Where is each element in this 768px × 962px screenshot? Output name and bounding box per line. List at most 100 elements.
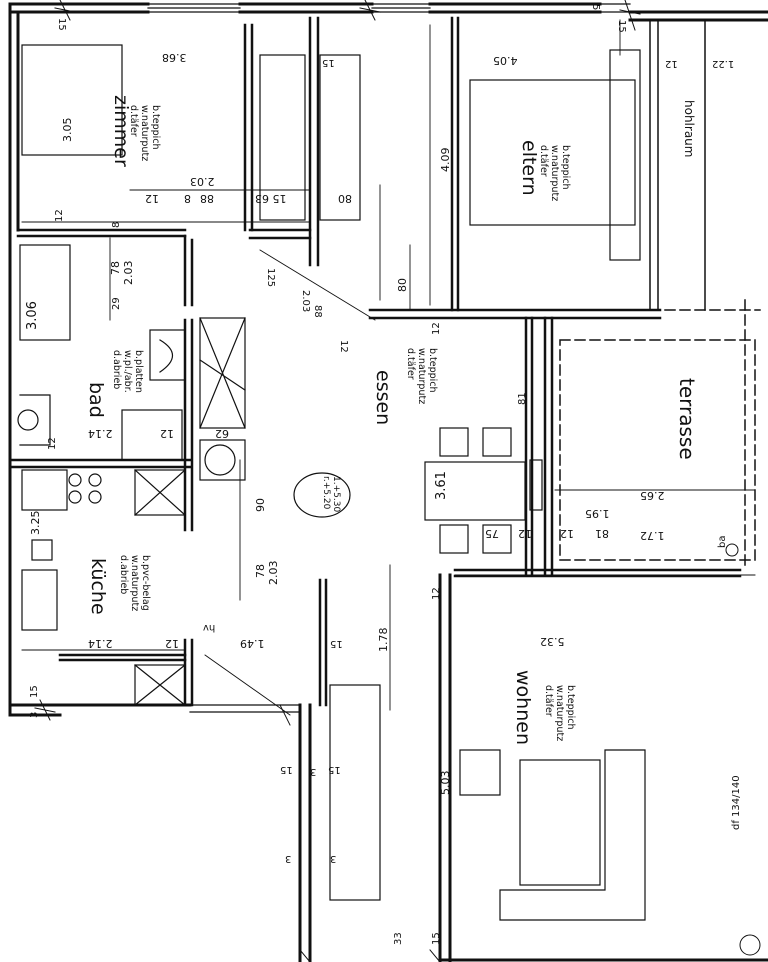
room-kueche-spec-3: d.abrieb [118, 555, 130, 595]
room-kueche-name: küche [87, 558, 109, 615]
dim-label: 3.25 [29, 510, 42, 536]
dim-label: 2.03 [267, 560, 280, 586]
dim-label: 12 [165, 637, 179, 650]
room-eltern-specs: b.teppich w.naturputz d.täfer [537, 145, 571, 201]
dim-label: df 134/140 [731, 775, 742, 830]
top-windows [147, 3, 631, 713]
dim-label: 3 [285, 853, 292, 864]
dim-label: 15 [29, 685, 40, 698]
ba-marker-circle [725, 543, 739, 557]
dim-label: 33 [393, 932, 404, 945]
dim-label: 15 [431, 932, 442, 945]
dim-label: 2.14 [88, 427, 113, 440]
dim-label: 8 [184, 192, 191, 205]
level-note-circle [293, 472, 351, 518]
room-essen-specs: b.teppich w.naturputz d.täfer [404, 348, 438, 405]
dim-label: 12 [665, 58, 678, 69]
dim-label: 3.61 [434, 471, 449, 500]
dim-label: 1.22 [712, 58, 735, 69]
room-eltern-spec-3: d.täfer [538, 145, 550, 177]
dim-label: 80 [396, 278, 409, 292]
level-note: 1.+5.30 r.+5.20 [320, 476, 341, 513]
dim-label: ba [717, 535, 728, 548]
dim-label: 8 [111, 221, 122, 228]
room-eltern-spec-1: b.teppich [560, 145, 571, 190]
dim-label: 15 [280, 764, 293, 775]
room-hohlraum-name: hohlraum [682, 100, 696, 158]
bottom-right-circle [739, 934, 761, 956]
room-wohnen-spec-1: b.teppich [565, 685, 576, 730]
dim-label: 78 [254, 564, 267, 578]
room-zimmer-spec-1: b.teppich [150, 105, 161, 150]
room-essen-spec-1: b.teppich [427, 348, 438, 393]
dim-label: 12 [431, 322, 442, 335]
room-zimmer-spec-3: d.täfer [128, 105, 140, 137]
dim-label: 15 [56, 18, 67, 31]
dim-label: 12 [338, 340, 349, 353]
dim-label: 4.09 [439, 147, 452, 173]
room-terrasse-name: terrasse [675, 378, 699, 460]
dim-label: 12 [560, 527, 574, 540]
room-wohnen-spec-3: d.täfer [543, 685, 555, 717]
room-essen-spec-2: w.naturputz [416, 348, 428, 405]
room-eltern-name: eltern [518, 140, 540, 196]
room-wohnen-specs: b.teppich w.naturputz d.täfer [542, 685, 576, 742]
dim-label: 12 [145, 192, 159, 205]
terrace-outline [559, 299, 761, 571]
dim-label: 78 [109, 261, 122, 275]
room-bad-spec-1: b.platten [133, 350, 144, 393]
dim-label: 80 [338, 192, 352, 205]
dim-label: 15 [330, 638, 343, 649]
dim-label: 3 [310, 766, 317, 777]
room-bad-specs: b.platten w.pl./abr. d.abrieb [110, 350, 144, 393]
level-note-line-1: 1.+5.30 [331, 476, 341, 513]
room-bad-name: bad [85, 382, 107, 418]
level-note-line-2: r.+5.20 [321, 476, 332, 510]
dim-label: 2.65 [640, 489, 665, 502]
dim-label: 5.03 [439, 770, 452, 796]
dim-label: 3 [29, 711, 40, 718]
dim-label: 12 [518, 527, 532, 540]
dimension-lines [21, 19, 756, 716]
dim-label: 15 63 [255, 192, 287, 205]
dim-label: 3.06 [25, 301, 40, 330]
dim-label: 4.05 [493, 54, 518, 67]
dim-label: 3 [330, 853, 337, 864]
room-kueche-spec-1: b.pvc-belag [140, 555, 151, 611]
hohlraum-walls [649, 19, 706, 311]
room-bad-spec-3: d.abrieb [111, 350, 123, 390]
dim-label: 1.78 [377, 627, 390, 653]
dim-label: 1.72 [640, 529, 665, 542]
room-bad-spec-2: w.pl./abr. [122, 350, 134, 393]
dim-label: 1.95 [585, 507, 610, 520]
room-kueche-specs: b.pvc-belag w.naturputz d.abrieb [117, 555, 151, 612]
dim-label: 90 [254, 498, 267, 512]
room-zimmer-specs: b.teppich w.naturputz d.täfer [127, 105, 161, 162]
dim-label: 3.05 [61, 117, 74, 143]
room-essen-name: essen [372, 370, 394, 426]
dim-label: 2.03 [190, 175, 215, 188]
dim-label: 88 [200, 192, 214, 205]
dim-label: 88 [312, 305, 323, 318]
dim-label: 12 [160, 427, 174, 440]
room-kueche-spec-2: w.naturputz [129, 555, 141, 612]
dim-label: 15 [322, 57, 335, 68]
dim-label: 62 [215, 427, 229, 440]
dim-label: 81 [595, 527, 609, 540]
dim-label: 12 [54, 209, 65, 222]
cut-markers [34, 0, 641, 962]
dim-label: 2.03 [300, 290, 311, 313]
dim-label: 81 [517, 392, 528, 405]
dim-label: 29 [111, 297, 122, 310]
room-wohnen-spec-2: w.naturputz [554, 685, 566, 742]
dim-label: 75 [485, 527, 499, 540]
dim-label: hv [203, 622, 216, 633]
dim-label: 5 [590, 4, 601, 11]
dim-label: 5.32 [540, 635, 565, 648]
room-zimmer-spec-2: w.naturputz [139, 105, 151, 162]
dim-label: 15 [616, 20, 627, 33]
dim-label: 12 [47, 437, 58, 450]
dim-label: 2.14 [88, 637, 113, 650]
room-wohnen-name: wohnen [512, 670, 534, 745]
